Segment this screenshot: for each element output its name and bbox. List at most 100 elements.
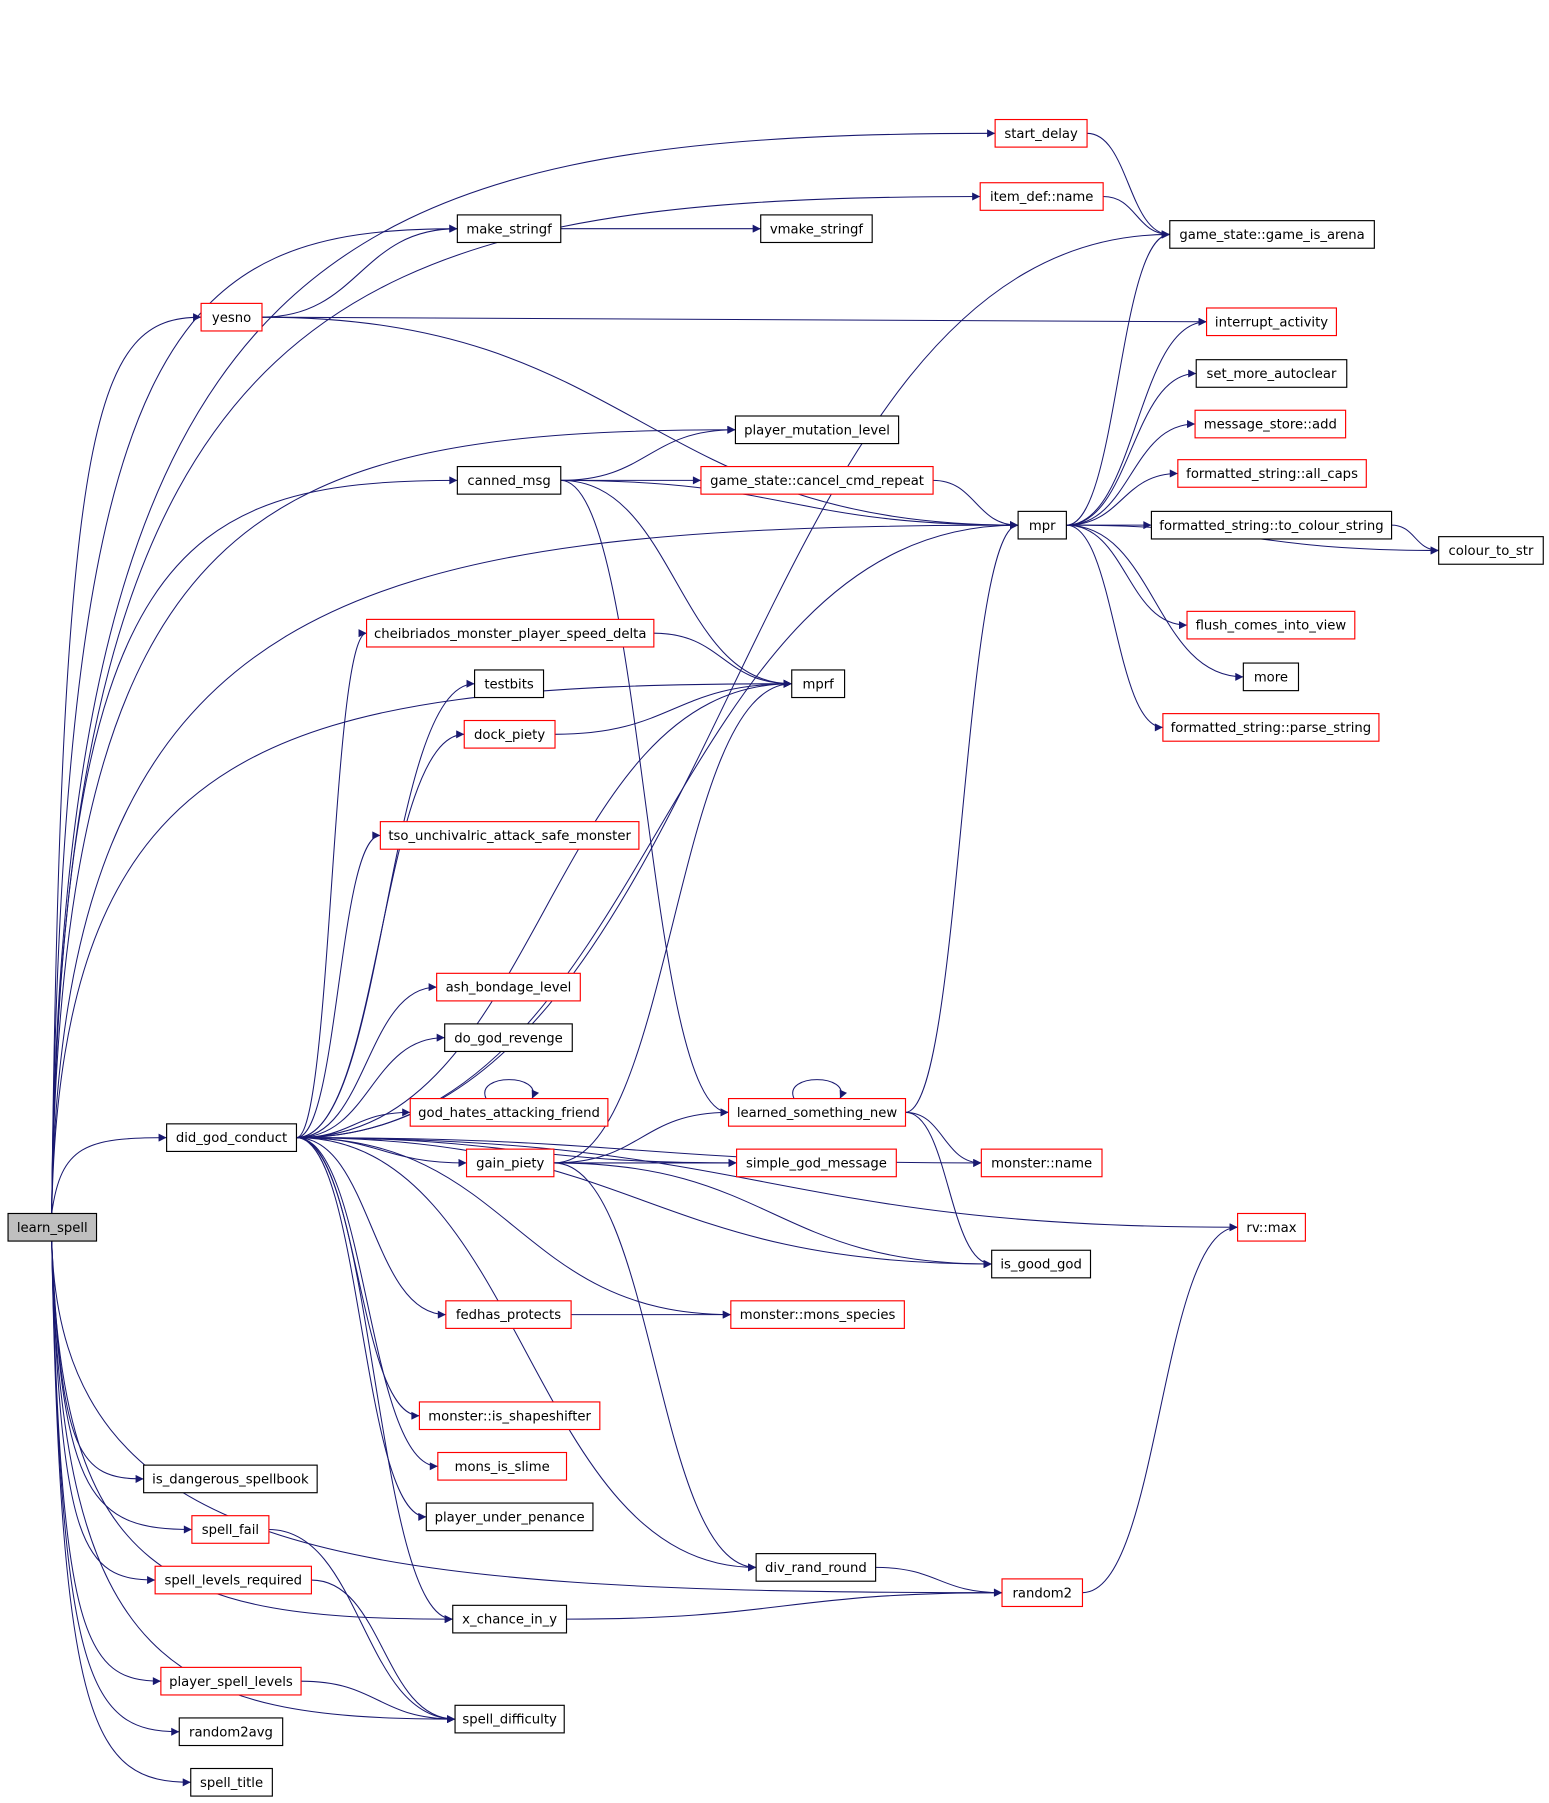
node-simple-god-message[interactable]: simple_god_message bbox=[736, 1148, 897, 1178]
node-player-spell-levels[interactable]: player_spell_levels bbox=[160, 1666, 302, 1696]
node-spell-difficulty[interactable]: spell_difficulty bbox=[454, 1704, 565, 1734]
node-label: mpr bbox=[1029, 519, 1056, 534]
node-box bbox=[178, 1717, 284, 1747]
node-game-is-arena[interactable]: game_state::game_is_arena bbox=[1169, 220, 1375, 249]
node-testbits[interactable]: testbits bbox=[474, 669, 545, 699]
node-dock-piety[interactable]: dock_piety bbox=[463, 719, 556, 749]
node-god-hates[interactable]: god_hates_attacking_friend bbox=[409, 1097, 609, 1127]
node-box bbox=[365, 618, 655, 648]
node-box bbox=[437, 1451, 568, 1481]
edge-did_god_conduct-to-ash_bondage_level bbox=[296, 983, 437, 1139]
edge-learn_spell-to-x_chance_in_y bbox=[51, 1241, 453, 1624]
node-fedhas-protects[interactable]: fedhas_protects bbox=[445, 1300, 572, 1329]
node-canned-msg[interactable]: canned_msg bbox=[456, 465, 562, 495]
node-label: formatted_string::all_caps bbox=[1186, 467, 1358, 482]
node-label: spell_levels_required bbox=[165, 1574, 303, 1589]
node-more[interactable]: more bbox=[1242, 662, 1300, 692]
node-label: random2 bbox=[1012, 1586, 1072, 1601]
node-label: rv::max bbox=[1246, 1221, 1296, 1236]
node-label: start_delay bbox=[1004, 127, 1078, 142]
node-is-good-god[interactable]: is_good_god bbox=[991, 1249, 1092, 1279]
node-learned[interactable]: learned_something_new bbox=[727, 1097, 907, 1127]
edge-dock_piety-to-mprf bbox=[555, 679, 792, 735]
node-spell-levels-required[interactable]: spell_levels_required bbox=[154, 1565, 312, 1595]
node-item-def-name[interactable]: item_def::name bbox=[979, 182, 1104, 211]
node-box bbox=[436, 972, 581, 1002]
edge-learn_spell-to-yesno bbox=[51, 313, 202, 1214]
node-label: spell_difficulty bbox=[462, 1713, 557, 1728]
node-gain-piety[interactable]: gain_piety bbox=[465, 1148, 555, 1178]
node-box bbox=[166, 1123, 298, 1153]
edge-learn_spell-to-did_god_conduct bbox=[51, 1133, 167, 1214]
node-x-chance-in-y[interactable]: x_chance_in_y bbox=[452, 1604, 568, 1634]
node-label: mprf bbox=[803, 677, 835, 692]
node-mons-species[interactable]: monster::mons_species bbox=[730, 1300, 905, 1329]
edge-gain_piety-to-is_good_god bbox=[553, 1162, 992, 1269]
edge-canned_msg-to-player_mutation_level bbox=[560, 425, 736, 481]
node-learn-spell[interactable]: learn_spell bbox=[7, 1212, 98, 1242]
edge-to_colour_string-to-colour_to_str bbox=[1391, 524, 1439, 555]
node-rv-max[interactable]: rv::max bbox=[1237, 1212, 1306, 1242]
edge-gain_piety-to-learned bbox=[553, 1108, 729, 1164]
edge-learn_spell-to-start_delay bbox=[51, 129, 996, 1214]
node-random2[interactable]: random2 bbox=[1001, 1578, 1084, 1608]
edge-did_god_conduct-to-mons_species bbox=[296, 1137, 731, 1319]
node-is-shapeshifter[interactable]: monster::is_shapeshifter bbox=[418, 1401, 601, 1431]
node-spell-title[interactable]: spell_title bbox=[190, 1767, 273, 1797]
node-cancel-cmd-repeat[interactable]: game_state::cancel_cmd_repeat bbox=[700, 465, 934, 495]
node-box bbox=[7, 1212, 98, 1242]
node-yesno[interactable]: yesno bbox=[200, 302, 263, 332]
node-box bbox=[454, 1704, 565, 1734]
node-mons-is-slime[interactable]: mons_is_slime bbox=[437, 1451, 568, 1481]
node-mprf[interactable]: mprf bbox=[791, 669, 846, 699]
node-ash-bondage-level[interactable]: ash_bondage_level bbox=[436, 972, 581, 1002]
node-label: player_mutation_level bbox=[744, 423, 890, 438]
node-label: set_more_autoclear bbox=[1207, 367, 1337, 382]
edge-gain_piety-to-mprf bbox=[553, 679, 792, 1164]
node-tso[interactable]: tso_unchivalric_attack_safe_monster bbox=[379, 821, 640, 850]
node-box bbox=[1195, 359, 1348, 388]
node-label: ash_bondage_level bbox=[446, 981, 572, 996]
node-label: gain_piety bbox=[476, 1157, 544, 1172]
node-start-delay[interactable]: start_delay bbox=[994, 118, 1088, 148]
edge-mpr-to-game_is_arena bbox=[1066, 230, 1170, 526]
node-box bbox=[456, 465, 562, 495]
node-box bbox=[1438, 536, 1544, 565]
edge-player_spell_levels-to-spell_difficulty bbox=[301, 1680, 456, 1724]
node-monster-name[interactable]: monster::name bbox=[980, 1148, 1103, 1178]
node-label: item_def::name bbox=[990, 190, 1093, 205]
node-box bbox=[1242, 662, 1300, 692]
node-box bbox=[1194, 409, 1347, 439]
node-cheib[interactable]: cheibriados_monster_player_speed_delta bbox=[365, 618, 655, 648]
node-set-more-autoclear[interactable]: set_more_autoclear bbox=[1195, 359, 1348, 388]
node-did-god-conduct[interactable]: did_god_conduct bbox=[166, 1123, 298, 1153]
node-label: do_god_revenge bbox=[454, 1031, 563, 1046]
node-mpr[interactable]: mpr bbox=[1017, 510, 1067, 540]
node-to-colour-string[interactable]: formatted_string::to_colour_string bbox=[1150, 510, 1393, 540]
node-interrupt-activity[interactable]: interrupt_activity bbox=[1205, 307, 1337, 337]
node-message-store-add[interactable]: message_store::add bbox=[1194, 409, 1347, 439]
node-is-dangerous-spellbook[interactable]: is_dangerous_spellbook bbox=[143, 1464, 318, 1494]
node-flush-comes-into-view[interactable]: flush_comes_into_view bbox=[1186, 610, 1356, 640]
edge-did_god_conduct-to-do_god_revenge bbox=[296, 1033, 445, 1139]
node-vmake-stringf[interactable]: vmake_stringf bbox=[760, 214, 873, 244]
edge-mpr-to-interrupt_activity bbox=[1066, 317, 1207, 526]
node-div-rand-round[interactable]: div_rand_round bbox=[755, 1553, 877, 1582]
node-parse-string[interactable]: formatted_string::parse_string bbox=[1162, 713, 1380, 742]
edge-mpr-to-set_more_autoclear bbox=[1066, 369, 1197, 526]
edge-learn_spell-to-random2avg bbox=[51, 1241, 180, 1736]
edge-canned_msg-to-mprf bbox=[560, 479, 792, 688]
node-spell-fail[interactable]: spell_fail bbox=[191, 1515, 270, 1544]
node-box bbox=[456, 214, 562, 244]
node-player-under-penance[interactable]: player_under_penance bbox=[425, 1502, 594, 1532]
node-label: is_dangerous_spellbook bbox=[152, 1473, 309, 1488]
node-make-stringf[interactable]: make_stringf bbox=[456, 214, 562, 244]
node-colour-to-str[interactable]: colour_to_str bbox=[1438, 536, 1544, 565]
node-label: fedhas_protects bbox=[456, 1308, 561, 1323]
node-random2avg[interactable]: random2avg bbox=[178, 1717, 284, 1747]
node-player-mutation-level[interactable]: player_mutation_level bbox=[734, 415, 900, 445]
edge-spell_fail-to-spell_difficulty bbox=[268, 1528, 456, 1724]
node-all-caps[interactable]: formatted_string::all_caps bbox=[1177, 459, 1367, 488]
node-do-god-revenge[interactable]: do_god_revenge bbox=[444, 1023, 573, 1053]
